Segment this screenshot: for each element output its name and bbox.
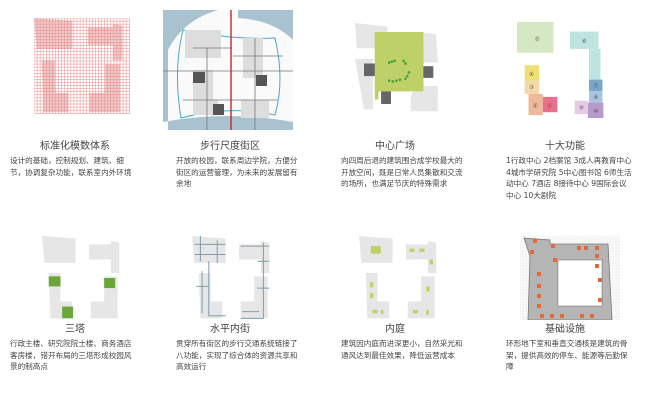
function-label: ④ xyxy=(529,71,534,78)
infrastructure-plan xyxy=(520,236,620,320)
function-label: ⑩ xyxy=(593,108,598,115)
panel-title: 标准化模数体系 xyxy=(40,141,110,152)
panel-description: 环形地下室和垂直交通核是建筑的骨架，提供高效的停车、能源等后勤保障 xyxy=(506,339,628,371)
panel-title: 基础设施 xyxy=(545,324,585,335)
panel-description: 行政主楼、研究院院士楼、商务酒店客房楼，错开布局的三塔形成校园风景的制高点 xyxy=(10,339,132,371)
panel-description: 开放的校园，联系周边学院，方便分街区的运营管理，为未来的发展留有余地 xyxy=(176,156,298,188)
zone-5 xyxy=(517,22,554,53)
trees-icon xyxy=(387,59,411,83)
modular-grid-diagram xyxy=(34,18,130,114)
panel-description: 设计的基础，控制规划、建筑、细节，协调复杂功能，联系室内外环境 xyxy=(10,156,132,177)
function-zones-diagram: ⑤ ⑥ ④ ③ ② ① ⑦ ⑧ ⑨ ⑩ xyxy=(517,22,604,118)
central-plaza-diagram xyxy=(355,23,438,112)
function-label: ① xyxy=(547,102,552,109)
function-label: ⑧ xyxy=(593,94,598,101)
street-block-plan xyxy=(163,10,293,130)
function-label: ② xyxy=(533,102,538,109)
panel-title: 中心广场 xyxy=(375,141,415,152)
panel-description: 建筑因内庭而进深更小，自然采光和通风达到最佳效果，降低运营成本 xyxy=(341,339,463,360)
function-label: ⑨ xyxy=(579,104,584,111)
panel-title: 十大功能 xyxy=(545,141,585,152)
courtyard-diagram xyxy=(359,236,437,319)
panel-title: 水平内街 xyxy=(210,324,250,335)
function-label: ③ xyxy=(529,84,534,91)
inner-street-diagram xyxy=(192,236,270,319)
function-label: ⑦ xyxy=(593,82,598,89)
function-label: ⑤ xyxy=(535,36,540,43)
panel-description: 贯穿所有街区的步行交通系统链接了八功能，实现了综合体的资源共享和高效运行 xyxy=(176,339,298,371)
function-label: ⑥ xyxy=(582,38,587,45)
panel-description: 1行政中心 2档案馆 3成人再教育中心 4城市学研究院 5中心图书馆 6师生活动… xyxy=(506,156,632,200)
panel-description: 向四周后退的建筑围合成学校最大的开放空间，既是日常人员集散和交流的场所，也满足节… xyxy=(341,156,463,188)
vertical-core-icon xyxy=(530,239,602,318)
panel-title: 三塔 xyxy=(65,324,85,335)
panel-title: 步行尺度街区 xyxy=(200,141,260,152)
panel-title: 内庭 xyxy=(385,324,405,335)
three-towers-diagram xyxy=(42,236,120,319)
